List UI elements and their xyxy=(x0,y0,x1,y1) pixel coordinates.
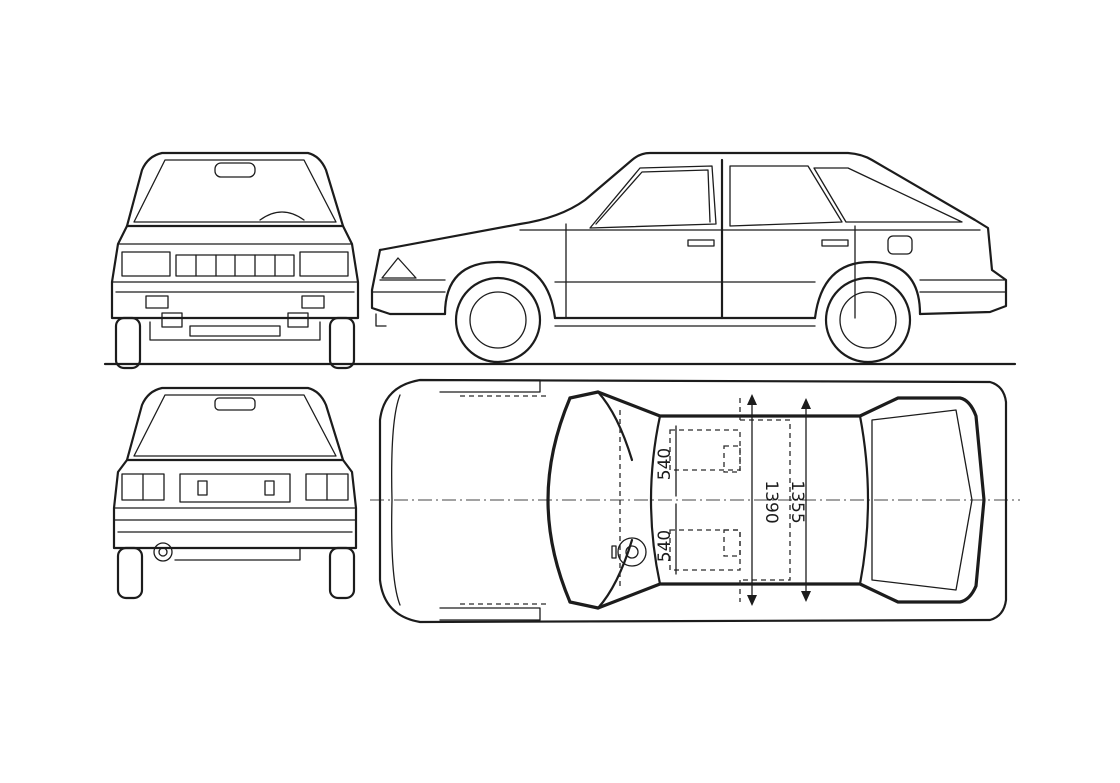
side-view xyxy=(370,151,1008,364)
front-view xyxy=(110,151,360,370)
rear-seat-width-label: 540 xyxy=(655,530,675,562)
front-interior-width-label: 1390 xyxy=(761,480,781,523)
rear-view xyxy=(112,386,358,600)
rear-interior-width-label: 1355 xyxy=(787,480,807,523)
front-seat-width-label: 540 xyxy=(655,448,675,480)
top-view: 540 540 1390 1355 xyxy=(370,378,1020,624)
